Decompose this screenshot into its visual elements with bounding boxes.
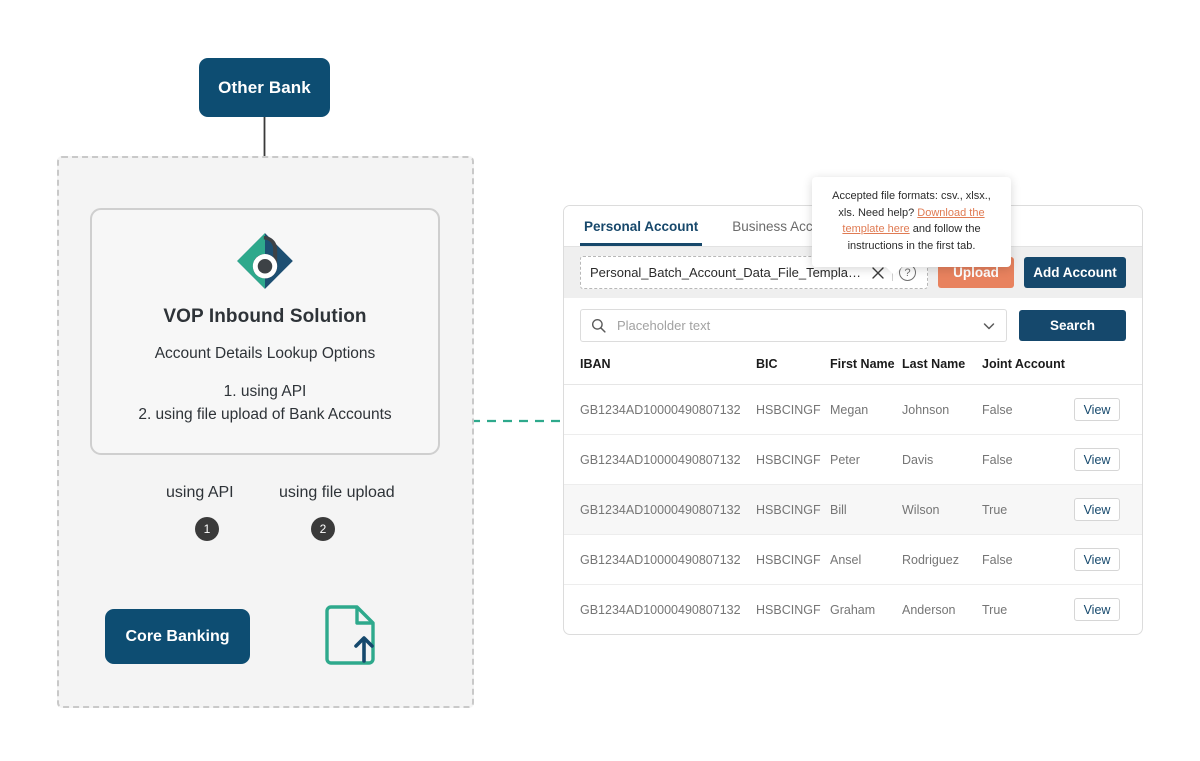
vop-card-title: VOP Inbound Solution — [163, 306, 367, 327]
branch-label-using-api: using API — [166, 484, 234, 501]
search-toolbar: Search — [564, 298, 1142, 353]
table-row: GB1234AD10573220807132HSBCINGFHarrySmith… — [564, 635, 1143, 636]
branch-label-using-file-upload: using file upload — [279, 484, 395, 501]
cell-iban: GB1234AD10000490807132 — [564, 584, 756, 634]
bankingly-b-logo-icon — [237, 233, 293, 289]
cell-iban: GB1234AD10573220807132 — [564, 635, 756, 636]
view-button[interactable]: View — [1074, 498, 1120, 521]
cell-bic: HSBCINGF — [756, 484, 830, 535]
search-button[interactable]: Search — [1019, 310, 1126, 341]
cell-actions: View — [1074, 434, 1142, 485]
cell-actions: View — [1074, 534, 1142, 585]
add-account-button[interactable]: Add Account — [1024, 257, 1126, 288]
file-format-tooltip: Accepted file formats: csv., xlsx., xls.… — [812, 177, 1011, 275]
tab-personal-account[interactable]: Personal Account — [580, 219, 703, 246]
search-input[interactable] — [615, 317, 973, 334]
cell-joint-account: False — [982, 434, 1074, 485]
cell-last-name: Rodriguez — [902, 534, 982, 585]
cell-joint-account: True — [982, 484, 1074, 535]
tooltip-line-1: Accepted file formats: csv., xlsx., xls. — [832, 190, 991, 219]
download-template-link[interactable]: Download the template here — [842, 206, 985, 236]
cell-bic: HSBCINGF — [756, 635, 830, 636]
column-header-first-name: First Name — [830, 353, 902, 385]
cell-iban: GB1234AD10000490807132 — [564, 534, 756, 585]
cell-actions: View — [1074, 584, 1142, 634]
cell-last-name: Johnson — [902, 384, 982, 435]
cell-first-name: Bill — [830, 484, 902, 535]
cell-bic: HSBCINGF — [756, 434, 830, 485]
view-button[interactable]: View — [1074, 448, 1120, 471]
node-core-banking-label: Core Banking — [125, 627, 230, 645]
cell-last-name: Anderson — [902, 584, 982, 634]
file-upload-icon — [325, 605, 375, 665]
accounts-table: IBAN BIC First Name Last Name Joint Acco… — [564, 353, 1143, 636]
table-header-row: IBAN BIC First Name Last Name Joint Acco… — [564, 353, 1142, 385]
cell-actions: View — [1074, 484, 1142, 535]
cell-bic: HSBCINGF — [756, 384, 830, 435]
chevron-down-icon[interactable] — [982, 319, 996, 333]
accounts-app-panel: Personal Account Business Account Person… — [563, 205, 1143, 635]
view-button[interactable]: View — [1074, 548, 1120, 571]
column-header-iban: IBAN — [564, 353, 756, 385]
cell-iban: GB1234AD10000490807132 — [564, 484, 756, 535]
cell-first-name: Megan — [830, 384, 902, 435]
column-header-joint-account: Joint Account — [982, 353, 1074, 385]
vop-card-subtitle: Account Details Lookup Options — [154, 345, 376, 362]
search-field-wrapper[interactable] — [580, 309, 1007, 342]
cell-first-name: Harry — [830, 635, 902, 636]
tooltip-line-2-prefix: Need help? — [857, 206, 918, 219]
cell-actions: View — [1074, 635, 1143, 636]
cell-bic: HSBCINGF — [756, 584, 830, 634]
accounts-table-header: IBAN BIC First Name Last Name Joint Acco… — [564, 353, 1142, 385]
step-badge-1: 1 — [195, 517, 219, 541]
cell-iban: GB1234AD10000490807132 — [564, 434, 756, 485]
tooltip-line-2-suffix: and follow the instructions in the first… — [847, 223, 981, 253]
vop-option-1: 1. using API — [223, 383, 307, 400]
cell-joint-account: False — [982, 534, 1074, 585]
column-header-last-name: Last Name — [902, 353, 982, 385]
node-other-bank-label: Other Bank — [218, 77, 311, 97]
view-button[interactable]: View — [1074, 598, 1120, 621]
cell-last-name: Davis — [902, 434, 982, 485]
view-button[interactable]: View — [1074, 398, 1120, 421]
selected-file-name: Personal_Batch_Account_Data_File_Templat… — [590, 265, 864, 280]
cell-first-name: Graham — [830, 584, 902, 634]
node-other-bank: Other Bank — [199, 58, 330, 117]
node-core-banking: Core Banking — [105, 609, 250, 664]
cell-joint-account: False — [982, 384, 1074, 435]
cell-bic: HSBCINGF — [756, 534, 830, 585]
cell-joint-account: True — [982, 584, 1074, 634]
cell-actions: View — [1074, 384, 1142, 435]
step-badge-2: 2 — [311, 517, 335, 541]
column-header-actions — [1074, 353, 1142, 385]
cell-last-name: Smith — [902, 635, 982, 636]
cell-joint-account: False — [982, 635, 1074, 636]
search-icon — [591, 318, 606, 333]
cell-iban: GB1234AD10000490807132 — [564, 384, 756, 435]
cell-first-name: Peter — [830, 434, 902, 485]
vop-inbound-solution-card: VOP Inbound Solution Account Details Loo… — [90, 208, 440, 455]
cell-last-name: Wilson — [902, 484, 982, 535]
close-x-icon[interactable] — [870, 265, 886, 281]
vop-option-2: 2. using file upload of Bank Accounts — [138, 406, 392, 424]
column-header-bic: BIC — [756, 353, 830, 385]
cell-first-name: Ansel — [830, 534, 902, 585]
